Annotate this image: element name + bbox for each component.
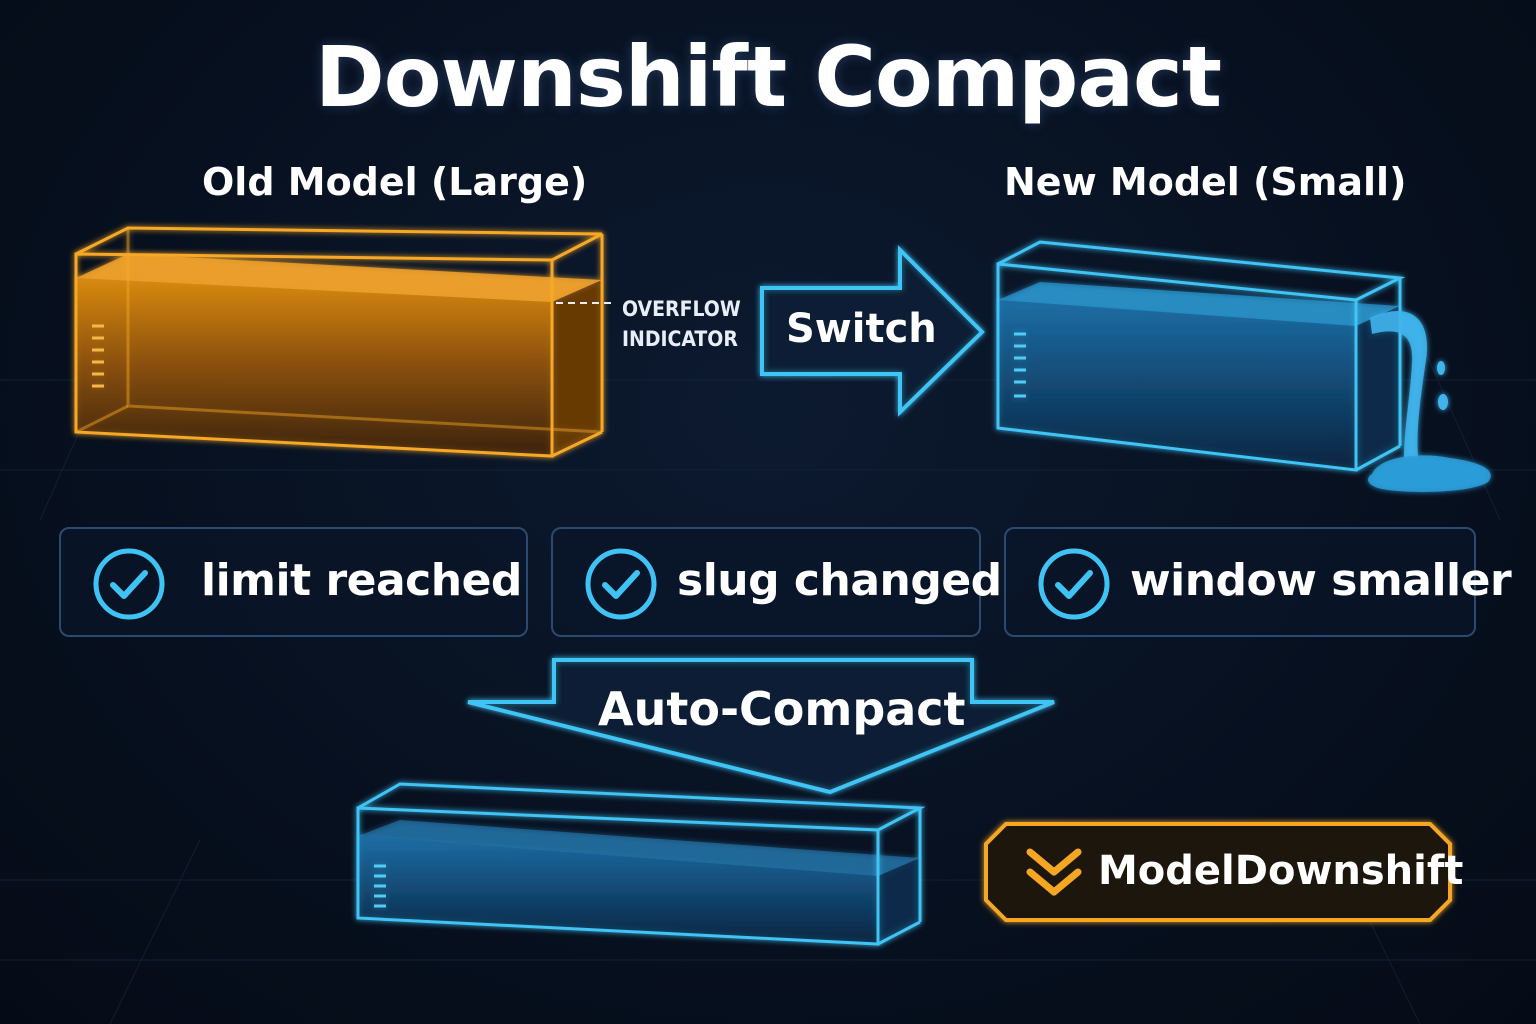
new-model-label: New Model (Small) <box>1004 160 1407 204</box>
check-label: limit reached <box>201 555 522 606</box>
check-circle-icon <box>585 548 657 620</box>
check-label: window smaller <box>1130 555 1512 606</box>
check-label: slug changed <box>677 555 1002 606</box>
check-circle-icon <box>93 548 165 620</box>
check-limit-reached: limit reached <box>59 527 528 637</box>
check-window-smaller: window smaller <box>1004 527 1512 637</box>
switch-label: Switch <box>786 306 937 352</box>
double-chevron-down-icon <box>1026 848 1082 896</box>
old-model-label: Old Model (Large) <box>202 160 588 204</box>
switch-arrow <box>760 245 985 417</box>
check-circle-icon <box>1038 548 1110 620</box>
overflow-indicator-label: OVERFLOW INDICATOR <box>622 294 741 354</box>
auto-compact-label: Auto-Compact <box>598 682 966 736</box>
overflow-indicator-line1: OVERFLOW <box>622 297 741 321</box>
new-model-tank <box>996 240 1491 492</box>
old-model-tank <box>74 226 604 458</box>
overflow-indicator-line2: INDICATOR <box>622 327 738 351</box>
auto-compact-arrow <box>467 658 1055 795</box>
compacted-tank <box>356 782 926 946</box>
check-slug-changed: slug changed <box>551 527 1002 637</box>
model-downshift-badge <box>984 822 1452 922</box>
page-title: Downshift Compact <box>314 28 1222 126</box>
model-downshift-label: ModelDownshift <box>1098 848 1464 894</box>
